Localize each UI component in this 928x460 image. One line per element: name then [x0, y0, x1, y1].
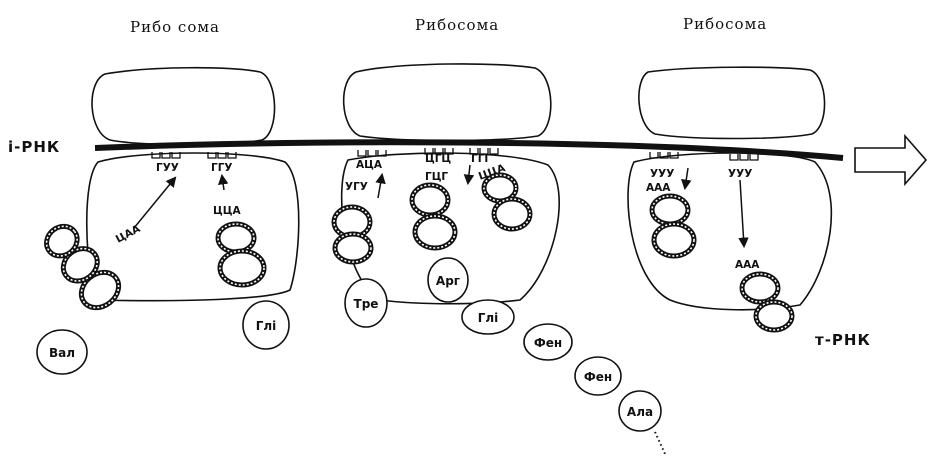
ribosome-1-anticodon-2: ЦЦА	[213, 205, 241, 217]
ribosome-2-amino-acid-6-label: Ала	[627, 405, 653, 419]
ribosome-2-anticodon-2: ГЦГ	[425, 171, 448, 183]
ribosome-2-anticodon-1: УГУ	[345, 181, 368, 193]
arrow-right-icon	[855, 136, 926, 184]
ribosome-1-codon-2: ГГУ	[211, 162, 232, 174]
ribosome-3-codon-1: УУУ	[650, 168, 674, 180]
ribosome-3-small-subunit	[639, 67, 825, 138]
chain-continuation-dots	[655, 432, 666, 456]
ribosome-3-title: Рибосома	[683, 15, 767, 33]
ribosome-1-amino-acid-2-label: Глі	[256, 319, 277, 333]
ribosome-2-small-subunit	[344, 64, 551, 141]
ribosome-2-title: Рибосома	[415, 16, 499, 34]
trna-label: т-РНК	[815, 331, 871, 349]
ribosome-3-anticodon-1: ААА	[646, 182, 671, 194]
ribosome-2-codon-3: ГГГ	[471, 153, 491, 165]
ribosome-2-amino-acid-1-label: Тре	[354, 297, 379, 311]
ribosome-1-amino-acid-1-label: Вал	[49, 346, 75, 360]
ribosome-1-codon-1: ГУУ	[156, 162, 179, 174]
ribosome-3-codon-2: УУУ	[728, 168, 752, 180]
ribosome-2-amino-acid-5-label: Фен	[584, 370, 612, 384]
mrna-label: і-РНК	[8, 138, 60, 156]
ribosome-2-amino-acid-4-label: Фен	[534, 336, 562, 350]
ribosome-2-amino-acid-3-label: Глі	[478, 311, 499, 325]
ribosome-1-title: Рибо сома	[130, 18, 220, 36]
ribosome-2-amino-acid-2-label: Арг	[436, 274, 460, 288]
ribosome-1-small-subunit	[92, 68, 275, 145]
ribosome-2-codon-2: ЦГЦ	[425, 153, 451, 165]
ribosome-2-codon-1: АЦА	[356, 159, 383, 171]
ribosome-2-trna-1	[334, 207, 371, 262]
ribosome-3-anticodon-2: ААА	[735, 259, 760, 271]
